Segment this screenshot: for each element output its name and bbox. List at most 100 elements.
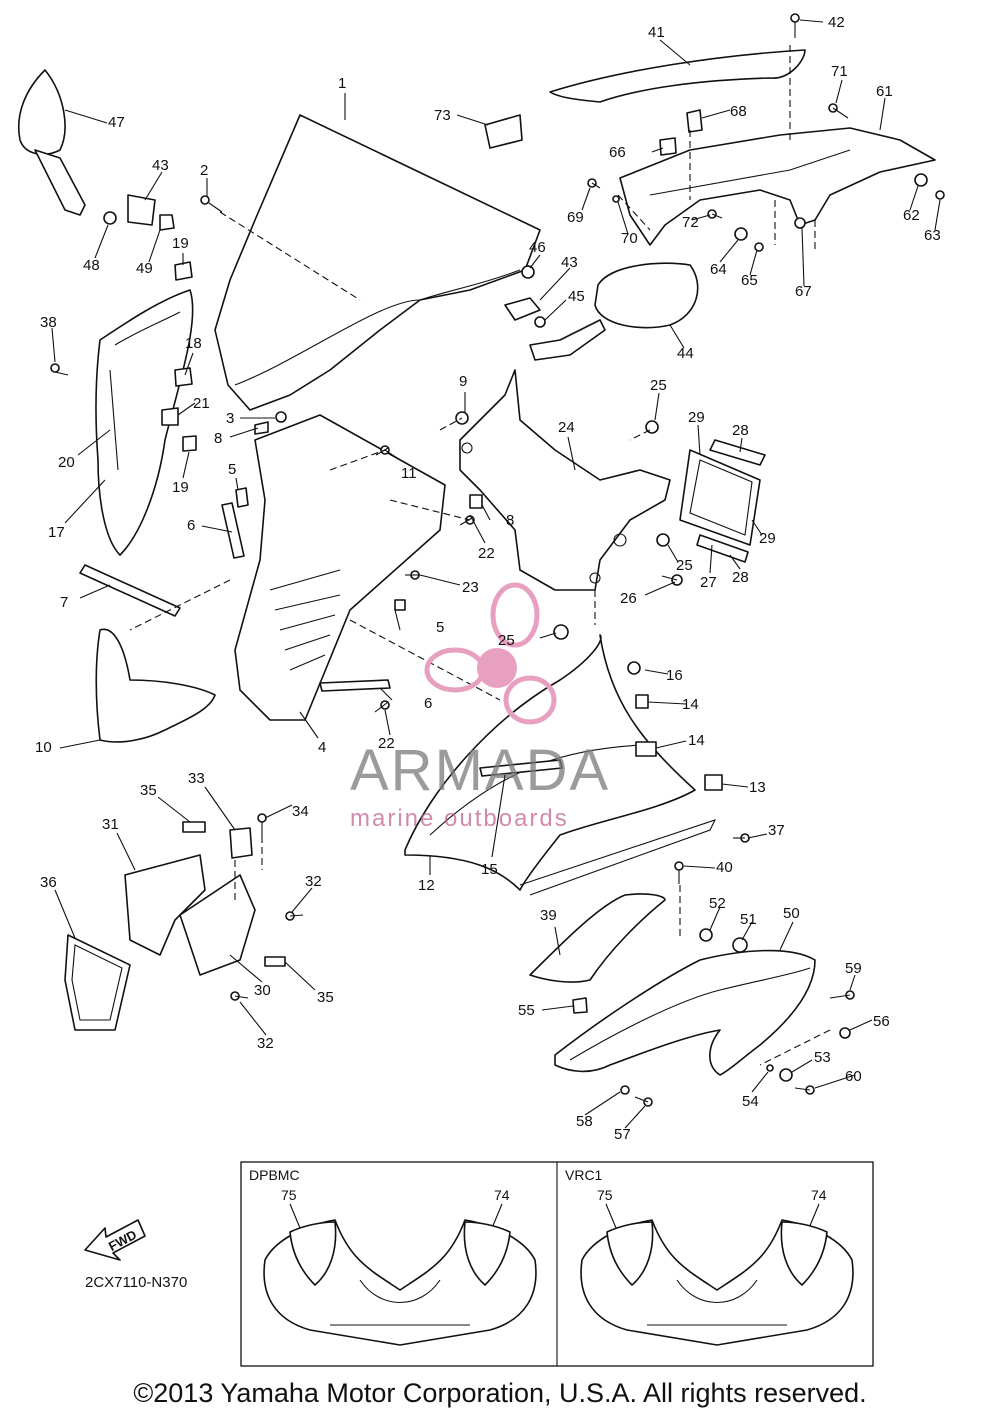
callout-number: 72 (682, 214, 699, 231)
callout-number: 2 (200, 162, 208, 179)
callout-number: 21 (193, 395, 210, 412)
callout-number: 27 (700, 574, 717, 591)
callout-number: 25 (650, 377, 667, 394)
callout-number: 5 (436, 619, 444, 636)
part-sensor (229, 827, 253, 859)
callout-number: 16 (666, 667, 683, 684)
copyright-notice: ©2013 Yamaha Motor Corporation, U.S.A. A… (133, 1378, 867, 1408)
callout-number: 22 (378, 735, 395, 752)
callout-number: 9 (459, 373, 467, 390)
inset-callout: 74 (494, 1187, 510, 1203)
fwd-label: FWD (106, 1227, 139, 1254)
part-windscreen (214, 114, 541, 411)
forward-arrow-icon (84, 1219, 146, 1261)
callout-number: 6 (187, 517, 195, 534)
callout-number: 59 (845, 960, 862, 977)
callout-number: 19 (172, 235, 189, 252)
callout-number: 25 (498, 632, 515, 649)
callout-number: 50 (783, 905, 800, 922)
callout-number: 40 (716, 859, 733, 876)
callout-number: 45 (568, 288, 585, 305)
part-mirror-left (18, 69, 66, 156)
part-strip-short-b (319, 679, 391, 692)
callout-number: 55 (518, 1002, 535, 1019)
callout-number: 56 (873, 1013, 890, 1030)
part-mirror-right (594, 262, 699, 329)
callout-number: 32 (305, 873, 322, 890)
fasteners (50, 13, 945, 1107)
fwd-arrow: FWD (84, 1219, 146, 1261)
callout-number: 68 (730, 103, 747, 120)
callout-number: 15 (481, 861, 498, 878)
callout-number: 28 (732, 569, 749, 586)
callout-number: 26 (620, 590, 637, 607)
callout-number: 43 (152, 157, 169, 174)
callout-number: 46 (529, 239, 546, 256)
callout-number: 19 (172, 479, 189, 496)
part-mirror-plate-left (127, 194, 156, 226)
callout-number: 14 (682, 696, 699, 713)
callout-number: 66 (609, 144, 626, 161)
part-upper-cover (549, 49, 806, 103)
watermark: ARMADA marine outboards (350, 582, 610, 832)
part-lower-side-panel (554, 949, 816, 1076)
callout-number: 71 (831, 63, 848, 80)
part-small-cover (529, 893, 666, 983)
callout-number: 73 (434, 107, 451, 124)
callout-number: 43 (561, 254, 578, 271)
watermark-propeller-blade-top (490, 582, 540, 648)
part-mirror-washer (103, 211, 117, 225)
part-strip-15 (479, 759, 563, 777)
part-mirror-stem-left (34, 149, 86, 216)
part-air-intake-bracket (124, 854, 206, 956)
part-inner-panel (234, 414, 446, 721)
callout-number: 29 (688, 409, 705, 426)
callout-number: 18 (185, 335, 202, 352)
watermark-brand: ARMADA (350, 738, 610, 803)
callout-number: 62 (903, 207, 920, 224)
callout-number: 51 (740, 911, 757, 928)
callout-number: 8 (214, 430, 222, 447)
callout-number: 44 (677, 345, 694, 362)
inset-callout: 74 (811, 1187, 827, 1203)
callout-numbers: 1 2 3 4 5 5 6 6 7 8 8 9 10 11 12 13 14 1… (35, 14, 941, 1143)
callout-number: 54 (742, 1093, 759, 1110)
callout-number: 36 (40, 874, 57, 891)
callout-number: 30 (254, 982, 271, 999)
callout-number: 67 (795, 283, 812, 300)
callout-number: 29 (759, 530, 776, 547)
callout-number: 53 (814, 1049, 831, 1066)
part-sticker (484, 114, 523, 149)
callout-number: 39 (540, 907, 557, 924)
part-mirror-nut-left (159, 214, 175, 231)
callout-number: 61 (876, 83, 893, 100)
callout-number: 23 (462, 579, 479, 596)
callout-number: 48 (83, 257, 100, 274)
callout-number: 33 (188, 770, 205, 787)
callout-number: 64 (710, 261, 727, 278)
callout-number: 13 (749, 779, 766, 796)
part-intake-grille (64, 934, 131, 1031)
callout-number: 52 (709, 895, 726, 912)
callout-number: 25 (676, 557, 693, 574)
callout-number: 35 (317, 989, 334, 1006)
assembly-lines (129, 45, 831, 1066)
callout-number: 60 (845, 1068, 862, 1085)
part-duct-seal (709, 439, 766, 466)
part-strip-short-a (221, 502, 245, 559)
callout-number: 6 (424, 695, 432, 712)
callout-number: 4 (318, 739, 326, 756)
watermark-propeller-blade-right (503, 675, 557, 725)
watermark-propeller-blade-left (424, 647, 486, 693)
callout-number: 11 (401, 465, 417, 482)
callout-number: 7 (60, 594, 68, 611)
inset-dpbmc: DPBMC 75 74 (249, 1167, 537, 1346)
part-mirror-stem-right (529, 319, 606, 361)
callout-number: 12 (418, 877, 435, 894)
callout-number: 65 (741, 272, 758, 289)
part-air-duct-left (95, 628, 216, 743)
callout-number: 57 (614, 1126, 631, 1143)
callout-number: 32 (257, 1035, 274, 1052)
callout-number: 70 (621, 230, 638, 247)
callout-number: 34 (292, 803, 309, 820)
